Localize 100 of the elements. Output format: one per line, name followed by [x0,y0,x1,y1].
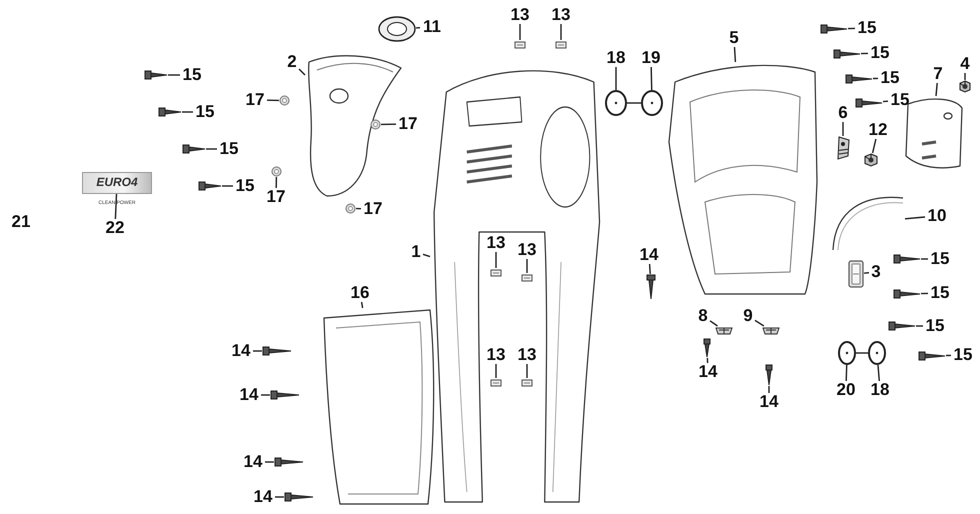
washer [279,95,290,106]
screw [820,24,848,34]
leader-line [261,394,270,396]
callout-number: 14 [757,393,781,411]
leader-line [356,208,362,210]
callout-number: 4 [958,55,972,73]
leader-line [182,111,193,113]
callout-number: 15 [193,103,217,121]
grommet [641,90,663,116]
leader-line [946,354,952,356]
callout-number: 17 [361,200,385,218]
leader-line [648,264,651,274]
screw [845,74,873,84]
washer [378,16,416,42]
callout-number: 19 [639,49,663,67]
screw [765,364,773,386]
leader-line [416,27,420,29]
leader-line [253,350,262,352]
screw [262,346,292,356]
callout-number: 18 [604,49,628,67]
callout-number: 17 [243,91,267,109]
callout-number: 15 [928,250,952,268]
leader-line [921,258,928,260]
screw [893,254,921,264]
washer [345,203,356,214]
callout-number: 14 [237,386,261,404]
screw [284,492,314,502]
leader-line [298,68,306,76]
clip [554,40,568,50]
leader-line [864,272,870,274]
callout-number: 13 [515,346,539,364]
nut [864,153,878,167]
callout-number: 8 [696,307,710,325]
screw [888,321,916,331]
screw [198,181,222,191]
callout-number: 15 [217,140,241,158]
callout-number: 13 [549,6,573,24]
callout-number: 6 [836,104,850,122]
leader-line [206,148,217,150]
callout-number: 15 [951,346,975,364]
screw [855,98,883,108]
washer [271,166,282,177]
clip [513,40,527,50]
callout-number: 17 [396,115,420,133]
leader-line [842,122,844,136]
grommet [868,341,886,365]
leader-line [872,78,878,80]
leader-line [265,461,274,463]
callout-number: 15 [928,284,952,302]
callout-number: 15 [868,44,892,62]
callout-number: 22 [103,219,127,237]
leader-line [872,138,877,154]
sticker-text: EURO4 [96,176,138,189]
callout-number: 9 [741,307,755,325]
leader-line [768,386,770,393]
leader-line [560,24,562,40]
leader-line [734,46,736,62]
leader-line [526,259,528,273]
leader-line [856,352,868,354]
callout-number: 14 [696,363,720,381]
clip [520,378,534,388]
leader-line [615,67,617,90]
leader-line [650,66,652,90]
grommet [838,341,856,365]
leader-line [360,302,364,308]
screw [833,49,861,59]
clip [489,268,503,278]
screw [918,351,946,361]
leader-line [275,496,284,498]
callout-number: 18 [868,381,892,399]
callout-number: 12 [866,121,890,139]
screw [893,289,921,299]
callout-number: 14 [241,453,265,471]
clip [715,326,733,335]
callout-number: 16 [348,284,372,302]
leader-line [422,254,430,258]
leader-line [222,185,233,187]
screw [270,390,300,400]
leader-line [276,176,278,188]
bracket [836,136,850,160]
callout-number: 13 [515,241,539,259]
leader-line [846,364,848,382]
callout-number: 15 [855,19,879,37]
callout-number: 14 [251,488,275,506]
leader-line [495,252,497,268]
leader-line [519,24,521,40]
callout-number: 15 [888,91,912,109]
leader-line [964,73,966,80]
nut [959,80,971,93]
grommet [605,90,627,116]
leader-line [710,320,718,327]
callout-number: 1 [409,243,423,261]
leader-line [848,28,856,30]
leader-line [920,292,928,294]
clip [520,273,534,283]
callout-number: 15 [233,177,257,195]
callout-number: 20 [834,381,858,399]
clip [489,378,503,388]
leader-line [495,364,497,378]
leader-line [916,325,923,327]
